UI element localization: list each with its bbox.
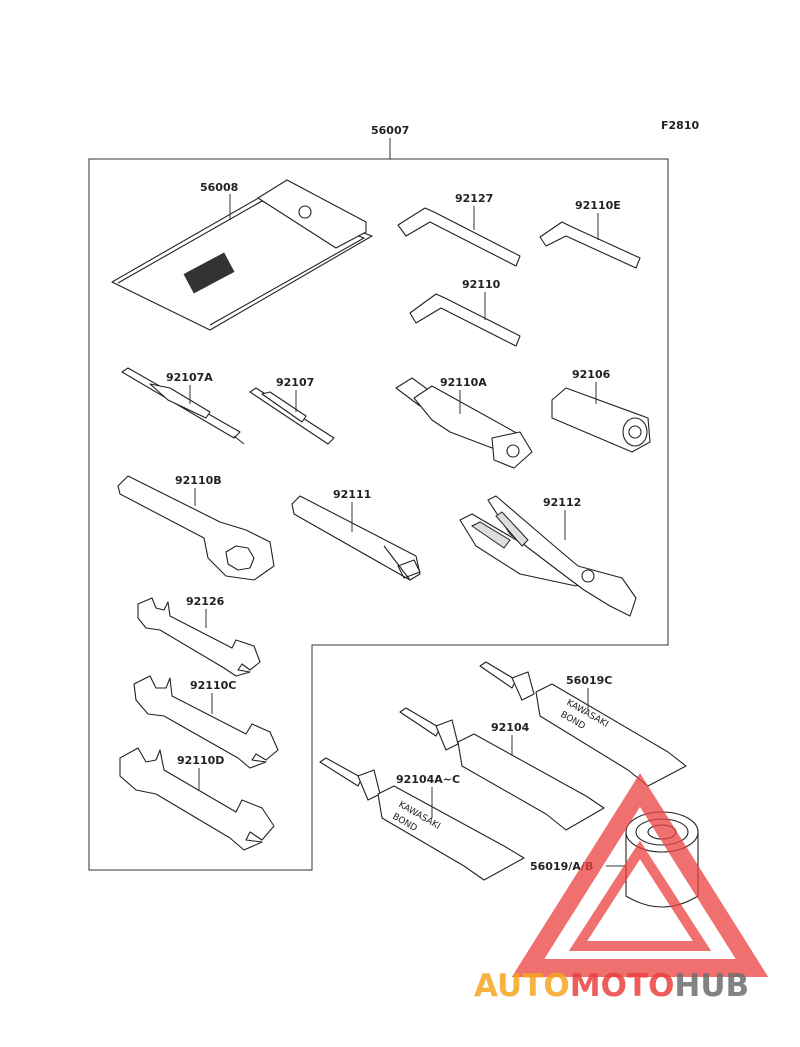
watermark-logo <box>511 773 769 977</box>
pouch-illustration: KAWASAKI <box>111 179 373 331</box>
hex-key-large-illustration <box>397 207 521 267</box>
extension-bar-illustration <box>291 495 421 581</box>
assembly-number: 56007 <box>371 124 409 137</box>
pliers-label: 92112 <box>543 496 581 509</box>
wrench-large-label: 92110D <box>177 754 224 767</box>
bond-tube-mid-label: 92104 <box>491 721 530 734</box>
hex-key-small-illustration <box>409 293 521 347</box>
pouch-label: 56008 <box>200 181 238 194</box>
watermark-text: AUTOMOTOHUB <box>474 968 749 1004</box>
bond-tube-c-label: 56019C <box>566 674 612 687</box>
ring-wrench-label: 92110B <box>175 474 222 487</box>
hex-socket-label: 92106 <box>572 368 611 381</box>
watermark-part-auto: AUTO <box>474 968 570 1004</box>
hex-key-right-illustration <box>539 221 641 269</box>
pliers-illustration <box>459 495 637 617</box>
wrench-large-illustration <box>119 747 275 851</box>
extension-bar-label: 92111 <box>333 488 371 501</box>
bond-can-label: 56019/A/B <box>530 860 593 873</box>
figure-code: F2810 <box>661 119 699 132</box>
box-wrench-ext-label: 92110A <box>440 376 487 389</box>
hex-socket-illustration <box>551 387 651 453</box>
wrench-medium-label: 92110C <box>190 679 236 692</box>
screwdriver-illustration <box>249 387 335 445</box>
wrench-small-label: 92126 <box>186 595 225 608</box>
watermark-part-moto: MOTO <box>570 968 675 1004</box>
wrench-small-illustration <box>137 597 261 677</box>
ring-wrench-illustration <box>117 475 275 581</box>
watermark-triangle-icon <box>511 773 769 977</box>
wrench-medium-illustration <box>133 675 279 769</box>
screwdriver-label: 92107 <box>276 376 314 389</box>
screwdriver-a-illustration <box>121 367 245 445</box>
hex-key-small-label: 92110 <box>462 278 501 291</box>
bond-tube-mid-illustration <box>399 707 605 831</box>
watermark-part-hub: HUB <box>674 968 749 1004</box>
screwdriver-a-label: 92107A <box>166 371 213 384</box>
box-wrench-ext-illustration <box>395 377 533 469</box>
bond-tube-ac-label: 92104A~C <box>396 773 460 786</box>
hex-key-large-label: 92127 <box>455 192 493 205</box>
hex-key-right-label: 92110E <box>575 199 621 212</box>
kit-outline <box>88 158 669 871</box>
